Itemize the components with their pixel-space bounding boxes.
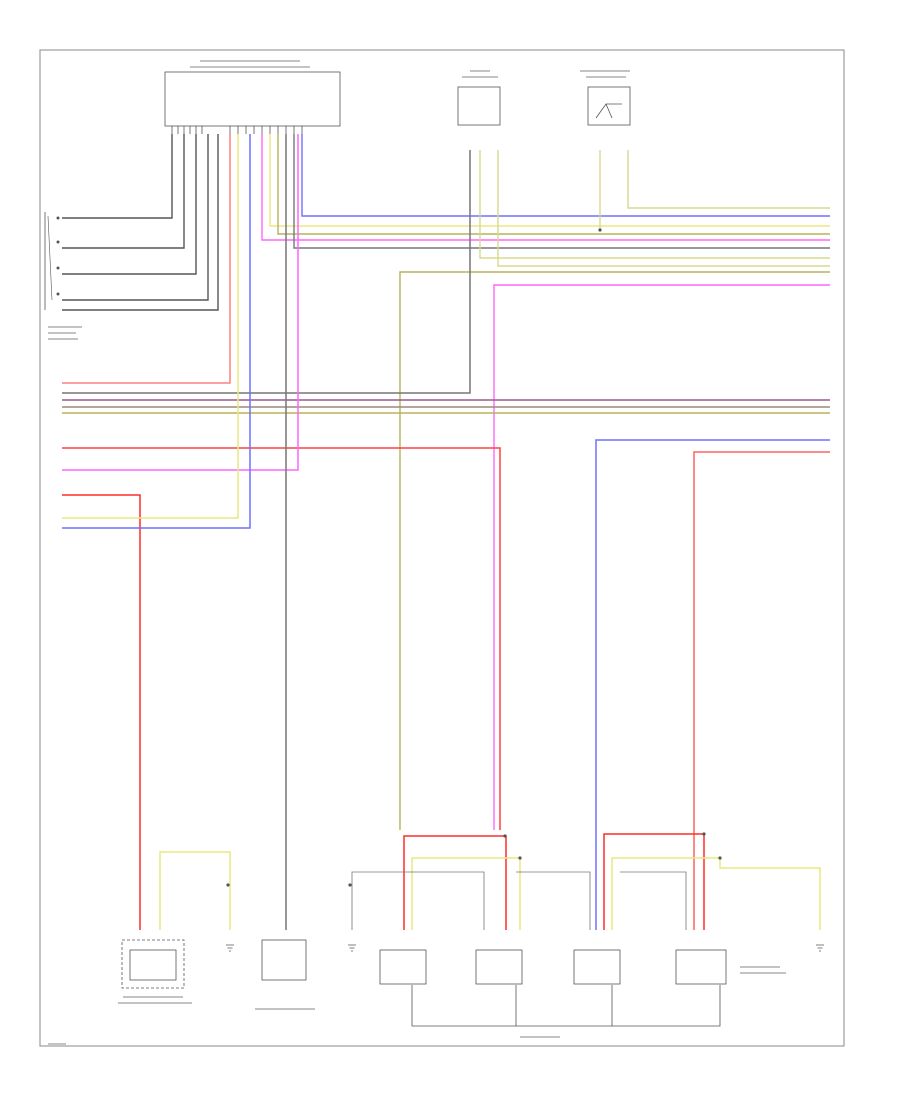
wires-left-harness bbox=[62, 134, 830, 930]
instrument-cluster-connector bbox=[164, 71, 341, 134]
bottom-component-4 bbox=[475, 949, 523, 985]
bottom-component-1 bbox=[121, 939, 185, 989]
wires-right-harness bbox=[399, 150, 830, 830]
sensor-connector-top bbox=[457, 86, 501, 126]
label-marks bbox=[48, 60, 786, 1045]
wires-right-lower bbox=[285, 134, 830, 930]
wires-cluster-right bbox=[261, 134, 830, 249]
bottom-component-3 bbox=[379, 949, 427, 985]
wires-sender-gray bbox=[62, 134, 219, 311]
wires-bottom-loops bbox=[159, 833, 821, 930]
ground-bus bbox=[411, 985, 721, 1027]
diagram-frame bbox=[39, 49, 845, 1047]
ground-symbols bbox=[226, 944, 824, 952]
bottom-component-6 bbox=[675, 949, 727, 985]
switch-component-top bbox=[587, 86, 631, 126]
fuel-level-sender bbox=[44, 212, 60, 310]
bottom-component-2 bbox=[261, 939, 307, 981]
bottom-component-5 bbox=[573, 949, 621, 985]
connector-dots bbox=[226, 228, 722, 887]
